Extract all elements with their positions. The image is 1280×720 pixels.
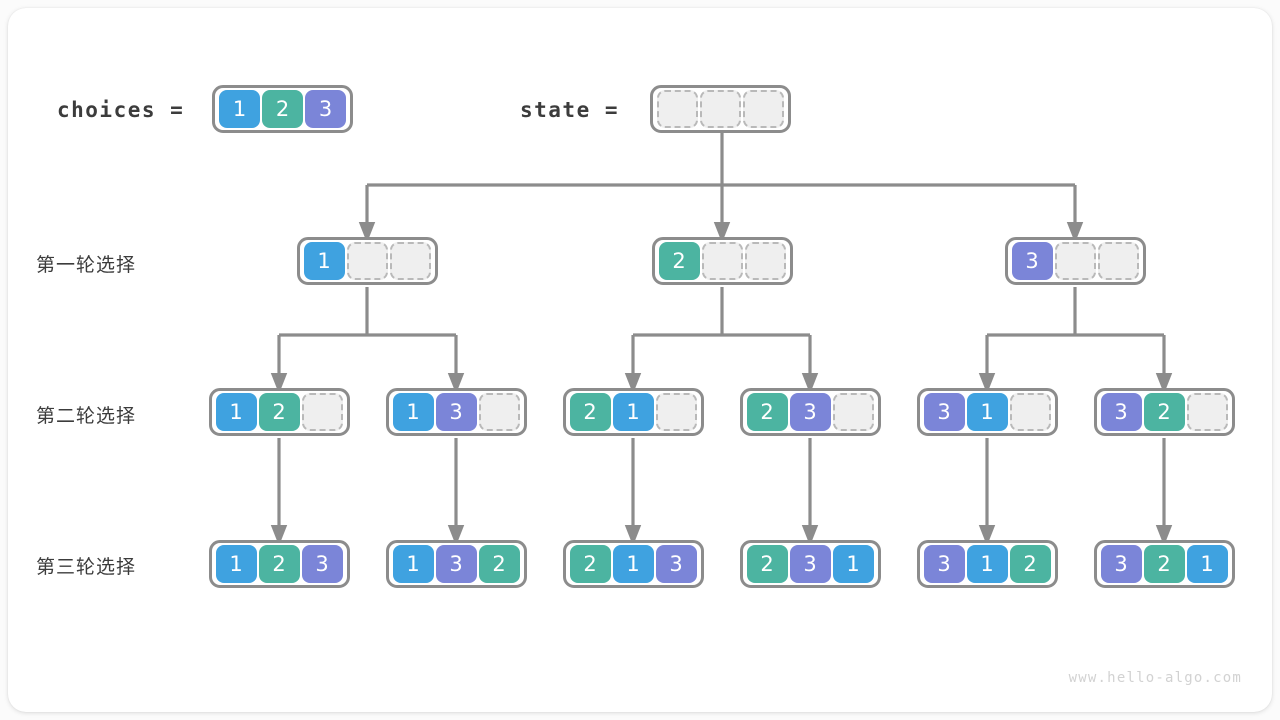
- r3n1-cell-1: 2: [258, 545, 300, 583]
- r3n1-cell-2: 3: [301, 545, 343, 583]
- r3n4-cell-1: 3: [789, 545, 831, 583]
- row-label-round-1: 第一轮选择: [36, 254, 137, 276]
- r1n2-cell-0: 2: [658, 242, 700, 280]
- state-array: [650, 85, 791, 133]
- r1n1-cell-1: [346, 242, 388, 280]
- r2n1-cell-2: [301, 393, 343, 431]
- state-node-r1-n2: 2: [651, 237, 793, 285]
- r3n6-cell-1: 2: [1143, 545, 1185, 583]
- watermark: www.hello-algo.com: [1068, 670, 1242, 686]
- r3n5-cell-2: 2: [1009, 545, 1051, 583]
- state-cell-1: [700, 90, 741, 128]
- r2n5-cell-1: 1: [966, 393, 1008, 431]
- r3n3-cell-2: 3: [655, 545, 697, 583]
- r2n4-cell-2: [832, 393, 874, 431]
- r2n2-cell-1: 3: [435, 393, 477, 431]
- r3n4-cell-0: 2: [746, 545, 788, 583]
- r2n6-cell-1: 2: [1143, 393, 1185, 431]
- r2n5-cell-2: [1009, 393, 1051, 431]
- r2n1-cell-1: 2: [258, 393, 300, 431]
- state-node-r1-n3: 3: [1004, 237, 1146, 285]
- r2n6-cell-0: 3: [1100, 393, 1142, 431]
- r2n4-cell-0: 2: [746, 393, 788, 431]
- state-cell-2: [743, 90, 784, 128]
- diagram-card: [8, 8, 1272, 712]
- r2n2-cell-2: [478, 393, 520, 431]
- r2n1-cell-0: 1: [215, 393, 257, 431]
- row-label-round-2: 第二轮选择: [36, 405, 137, 427]
- state-node-r1-n1: 1: [296, 237, 438, 285]
- r2n6-cell-2: [1186, 393, 1228, 431]
- choices-cell-1: 2: [262, 90, 303, 128]
- choices-cell-0: 1: [219, 90, 260, 128]
- r2n2-cell-0: 1: [392, 393, 434, 431]
- r2n5-cell-0: 3: [923, 393, 965, 431]
- choices-cell-2: 3: [305, 90, 346, 128]
- r3n1-cell-0: 1: [215, 545, 257, 583]
- r3n2-cell-0: 1: [392, 545, 434, 583]
- choices-label: choices =: [57, 98, 185, 122]
- row-label-round-3: 第三轮选择: [36, 556, 137, 578]
- r3n6-cell-0: 3: [1100, 545, 1142, 583]
- r1n3-cell-1: [1054, 242, 1096, 280]
- r3n2-cell-1: 3: [435, 545, 477, 583]
- r2n3-cell-2: [655, 393, 697, 431]
- r3n5-cell-1: 1: [966, 545, 1008, 583]
- r1n2-cell-1: [701, 242, 743, 280]
- r3n3-cell-1: 1: [612, 545, 654, 583]
- r3n5-cell-0: 3: [923, 545, 965, 583]
- r1n2-cell-2: [744, 242, 786, 280]
- r1n1-cell-0: 1: [303, 242, 345, 280]
- r1n1-cell-2: [389, 242, 431, 280]
- r1n3-cell-0: 3: [1011, 242, 1053, 280]
- r2n3-cell-1: 1: [612, 393, 654, 431]
- r3n3-cell-0: 2: [569, 545, 611, 583]
- r3n4-cell-2: 1: [832, 545, 874, 583]
- r2n4-cell-1: 3: [789, 393, 831, 431]
- r3n2-cell-2: 2: [478, 545, 520, 583]
- state-cell-0: [657, 90, 698, 128]
- r1n3-cell-2: [1097, 242, 1139, 280]
- r3n6-cell-2: 1: [1186, 545, 1228, 583]
- state-label: state =: [520, 98, 620, 122]
- r2n3-cell-0: 2: [569, 393, 611, 431]
